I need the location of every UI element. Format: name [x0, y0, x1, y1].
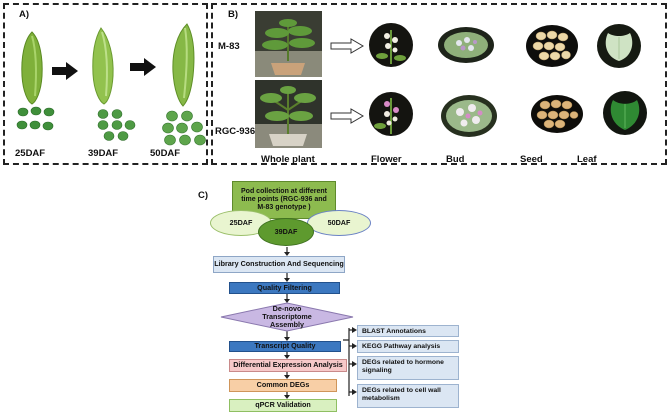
bud-image-m83 [438, 27, 494, 63]
output-kegg-pathway: KEGG Pathway analysis [357, 340, 459, 353]
down-arrow-icon [284, 371, 290, 379]
pod-image-25daf [21, 31, 43, 105]
output-hormone-signaling: DEGs related to hormone signaling [357, 356, 459, 380]
down-arrow-icon [284, 293, 290, 303]
down-arrow-icon [284, 391, 290, 399]
output-cell-wall-metabolism: DEGs related to cell wall metabolism [357, 384, 459, 408]
column-label-bud: Bud [446, 154, 465, 165]
pod-image-39daf [92, 27, 114, 105]
differential-expression-box: Differential Expression Analysis [229, 359, 347, 372]
leaf-image-m83 [597, 24, 641, 68]
output-connector-lines [343, 327, 357, 396]
output-blast-annotations: BLAST Annotations [357, 325, 459, 337]
stage-label-50daf: 50DAF [150, 148, 181, 159]
assembly-diamond-text: De-novo Transcriptome Assembly [262, 303, 312, 330]
panel-b [211, 3, 667, 165]
flower-image-rgc936 [369, 92, 413, 136]
common-degs-box: Common DEGs [229, 379, 337, 392]
hollow-arrow-icon [330, 38, 364, 54]
seed-image-m83 [526, 25, 578, 67]
column-label-seed: Seed [520, 154, 543, 165]
qpcr-validation-box: qPCR Validation [229, 399, 337, 412]
library-sequencing-box: Library Construction And Sequencing [213, 256, 345, 273]
down-arrow-icon [284, 247, 290, 256]
assembly-diamond-shape [220, 302, 354, 332]
column-label-whole-plant: Whole plant [261, 154, 315, 165]
down-arrow-icon [284, 351, 290, 359]
seeds-image-39daf [97, 109, 136, 141]
panel-b-label: B) [228, 9, 239, 20]
panel-c-label: C) [198, 190, 209, 201]
leaf-image-rgc936 [603, 91, 647, 135]
seed-image-rgc936 [531, 95, 583, 133]
down-arrow-icon [284, 273, 290, 282]
quality-filtering-box: Quality Filtering [229, 282, 340, 294]
genotype-label-rgc936: RGC-936 [215, 126, 256, 137]
genotype-label-m83: M-83 [218, 41, 240, 52]
whole-plant-image-m83 [255, 11, 322, 77]
stage-label-25daf: 25DAF [15, 148, 46, 159]
right-arrow-icon [52, 62, 78, 80]
pod-image-50daf [172, 23, 195, 107]
flower-image-m83 [369, 23, 413, 67]
panel-a-label: A) [19, 9, 30, 20]
time-point-oval-39daf: 39DAF [258, 218, 314, 246]
time-point-oval-50daf: 50DAF [307, 210, 371, 236]
column-label-flower: Flower [371, 154, 402, 165]
stage-label-39daf: 39DAF [88, 148, 119, 159]
transcript-quality-box: Transcript Quality [229, 341, 341, 352]
right-arrow-icon [130, 58, 156, 76]
down-arrow-icon [284, 331, 290, 341]
panel-a [3, 3, 208, 165]
seeds-image-50daf [162, 110, 206, 146]
seeds-image-25daf [16, 106, 55, 131]
hollow-arrow-icon [330, 108, 364, 124]
column-label-leaf: Leaf [577, 154, 597, 165]
whole-plant-image-rgc936 [255, 80, 322, 148]
bud-image-rgc936 [441, 95, 497, 137]
